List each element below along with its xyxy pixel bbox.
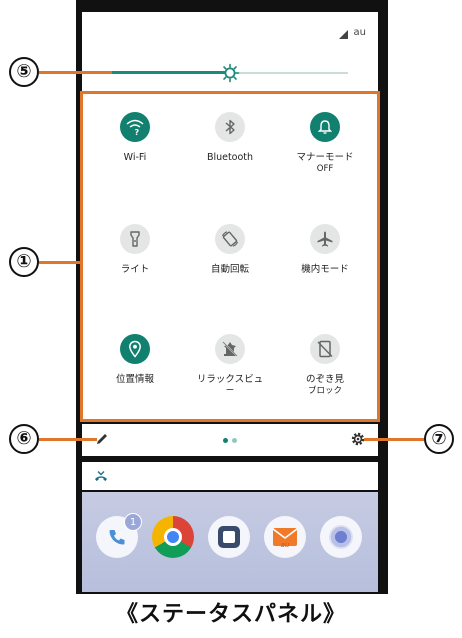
airplane-icon (310, 224, 340, 254)
peek-block-icon (310, 334, 340, 364)
callout-1: ① (9, 247, 39, 277)
tile-sublabel: OFF (316, 164, 334, 174)
callout-7: ⑦ (424, 424, 454, 454)
location-icon (120, 334, 150, 364)
signal-icon (339, 30, 348, 39)
callout-6-line (39, 438, 97, 441)
figure-caption: 《ステータスパネル》 (115, 602, 346, 627)
edit-pencil-icon[interactable] (95, 432, 109, 446)
tile-label: Wi-Fi (123, 152, 147, 163)
bell-icon (310, 112, 340, 142)
tile-bluetooth[interactable]: Bluetooth (182, 112, 278, 164)
brightness-fill (112, 71, 230, 74)
tile-label: リラックスビュ (196, 374, 264, 385)
page-indicator-dot[interactable] (232, 438, 237, 443)
callout-5: ⑤ (9, 57, 39, 87)
brightness-sun-icon[interactable] (220, 63, 240, 83)
tile-manner-mode[interactable]: マナーモード OFF (277, 112, 373, 175)
notes-app-glyph (218, 526, 240, 548)
callout-7-line (364, 438, 424, 441)
rotate-icon (215, 224, 245, 254)
bluetooth-icon (215, 112, 245, 142)
callout-1-line (39, 261, 82, 264)
callout-6: ⑥ (9, 424, 39, 454)
phone-badge: 1 (124, 513, 142, 531)
mail-app-icon[interactable]: au (264, 516, 306, 558)
svg-text:?: ? (135, 128, 140, 136)
tile-label: マナーモード (296, 152, 354, 163)
tile-label: ライト (120, 264, 150, 275)
tile-label: のぞき見 (305, 374, 344, 385)
carrier-label: au (353, 27, 366, 38)
notification-card[interactable] (82, 462, 378, 490)
notes-app-page (223, 531, 235, 543)
status-bar: au (82, 12, 378, 52)
missed-call-icon (95, 471, 107, 481)
tile-relax-view[interactable]: リラックスビュ ー (182, 334, 278, 397)
relax-view-icon (215, 334, 245, 364)
camera-lens (329, 525, 353, 549)
tile-auto-rotate[interactable]: 自動回転 (182, 224, 278, 276)
tile-label: Bluetooth (206, 152, 254, 163)
tile-label: 自動回転 (210, 264, 249, 275)
callout-5-line (39, 71, 112, 74)
tile-location[interactable]: 位置情報 (87, 334, 183, 386)
quick-settings-footer (82, 424, 378, 456)
notes-app-icon[interactable] (208, 516, 250, 558)
tile-sublabel: ー (225, 386, 235, 396)
tile-label: 機内モード (301, 264, 349, 275)
tile-wifi[interactable]: ? Wi-Fi (87, 112, 183, 164)
settings-gear-icon[interactable] (350, 431, 366, 447)
page-indicator-dot[interactable] (223, 438, 228, 443)
chrome-center (164, 528, 182, 546)
tile-label: 位置情報 (115, 374, 154, 385)
tile-sublabel: ブロック (307, 386, 342, 396)
quick-settings-panel: ? Wi-Fi Bluetooth マナーモード OFF ライト (80, 91, 380, 422)
tile-airplane-mode[interactable]: 機内モード (277, 224, 373, 276)
tile-flashlight[interactable]: ライト (87, 224, 183, 276)
camera-app-icon[interactable] (320, 516, 362, 558)
chrome-app-icon[interactable] (152, 516, 194, 558)
wifi-icon: ? (120, 112, 150, 142)
tile-peek-block[interactable]: のぞき見 ブロック (277, 334, 373, 397)
mail-app-label: au (280, 541, 290, 549)
flashlight-icon (120, 224, 150, 254)
